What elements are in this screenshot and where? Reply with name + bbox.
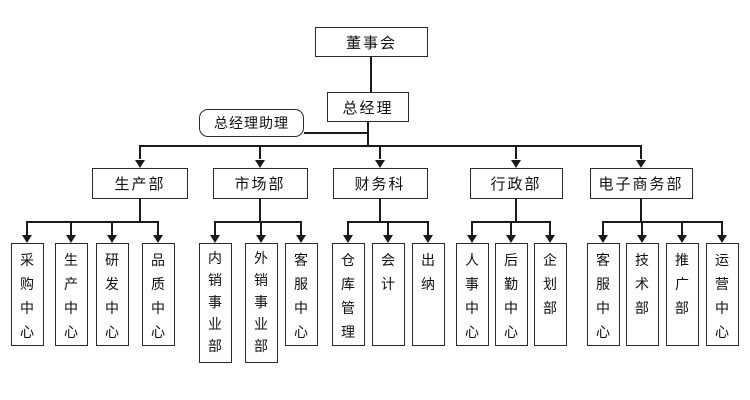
unit-box-2-0: 仓 库 管 理: [331, 243, 365, 346]
connector-line: [259, 145, 261, 159]
connector-line: [379, 199, 381, 223]
arrow-down-icon: [636, 160, 646, 168]
connector-line: [427, 221, 429, 235]
dept-box-1: 市场部: [212, 168, 308, 199]
unit-box-4-1: 技 术 部: [625, 243, 659, 346]
connector-line: [387, 221, 389, 235]
connector-line: [515, 145, 517, 159]
arrow-down-icon: [423, 235, 433, 243]
arrow-down-icon: [256, 235, 266, 243]
connector-line: [304, 132, 368, 134]
arrow-down-icon: [467, 235, 477, 243]
connector-line: [139, 199, 141, 223]
unit-box-0-2: 研 发 中 心: [95, 243, 129, 346]
unit-box-1-1: 外 销 事 业 部: [244, 243, 278, 363]
connector-line: [641, 221, 643, 235]
connector-line: [214, 221, 302, 223]
connector-line: [370, 57, 372, 92]
connector-line: [640, 199, 642, 223]
unit-box-1-0: 内 销 事 业 部: [198, 243, 232, 363]
connector-line: [139, 145, 642, 147]
arrow-down-icon: [107, 235, 117, 243]
arrow-down-icon: [637, 235, 647, 243]
arrow-down-icon: [677, 235, 687, 243]
arrow-down-icon: [717, 235, 727, 243]
connector-line: [640, 145, 642, 159]
unit-box-0-3: 品 质 中 心: [141, 243, 175, 346]
connector-line: [259, 199, 261, 223]
connector-line: [111, 221, 113, 235]
connector-line: [549, 221, 551, 235]
connector-line: [300, 221, 302, 235]
dept-label: 电子商务部: [598, 175, 684, 193]
arrow-down-icon: [153, 235, 163, 243]
connector-line: [260, 221, 262, 235]
connector-line: [347, 221, 349, 235]
arrow-down-icon: [343, 235, 353, 243]
connector-line: [70, 221, 72, 235]
board-label: 董事会: [345, 33, 397, 52]
dept-box-4: 电子商务部: [589, 168, 693, 199]
arrow-down-icon: [545, 235, 555, 243]
dept-box-0: 生产部: [92, 168, 188, 199]
connector-line: [471, 221, 473, 235]
arrow-down-icon: [506, 235, 516, 243]
arrow-down-icon: [22, 235, 32, 243]
arrow-down-icon: [375, 160, 385, 168]
arrow-down-icon: [598, 235, 608, 243]
connector-line: [515, 199, 517, 223]
unit-box-4-0: 客 服 中 心: [586, 243, 620, 346]
unit-box-0-1: 生 产 中 心: [54, 243, 88, 346]
connector-line: [602, 221, 723, 223]
connector-line: [157, 221, 159, 235]
dept-label: 行政部: [490, 175, 542, 193]
arrow-down-icon: [383, 235, 393, 243]
connector-line: [367, 122, 369, 147]
unit-box-0-0: 采 购 中 心: [10, 243, 44, 346]
unit-box-1-2: 客 服 中 心: [284, 243, 318, 346]
unit-box-4-2: 推 广 部: [665, 243, 699, 346]
dept-label: 生产部: [114, 175, 166, 193]
connector-line: [214, 221, 216, 235]
unit-box-3-1: 后 勤 中 心: [494, 243, 528, 346]
dept-box-3: 行政部: [469, 168, 563, 199]
connector-line: [26, 221, 159, 223]
arrow-down-icon: [511, 160, 521, 168]
arrow-down-icon: [210, 235, 220, 243]
assistant-box: 总经理助理: [199, 109, 304, 137]
connector-line: [379, 145, 381, 159]
connector-line: [510, 221, 512, 235]
connector-line: [602, 221, 604, 235]
arrow-down-icon: [255, 160, 265, 168]
unit-box-2-1: 会 计: [371, 243, 405, 346]
connector-line: [721, 221, 723, 235]
unit-box-3-2: 企 划 部: [533, 243, 567, 346]
arrow-down-icon: [135, 160, 145, 168]
arrow-down-icon: [296, 235, 306, 243]
arrow-down-icon: [66, 235, 76, 243]
board-box: 董事会: [315, 27, 428, 57]
dept-box-2: 财务科: [332, 168, 428, 199]
unit-box-3-0: 人 事 中 心: [455, 243, 489, 346]
assistant-label: 总经理助理: [214, 116, 289, 132]
connector-line: [26, 221, 28, 235]
unit-box-2-2: 出 纳: [411, 243, 445, 346]
unit-box-4-3: 运 营 中 心: [705, 243, 739, 346]
dept-label: 财务科: [354, 175, 406, 193]
connector-line: [681, 221, 683, 235]
dept-label: 市场部: [234, 175, 286, 193]
connector-line: [139, 145, 141, 159]
general-manager-box: 总经理: [327, 92, 409, 122]
general-manager-label: 总经理: [342, 98, 394, 117]
